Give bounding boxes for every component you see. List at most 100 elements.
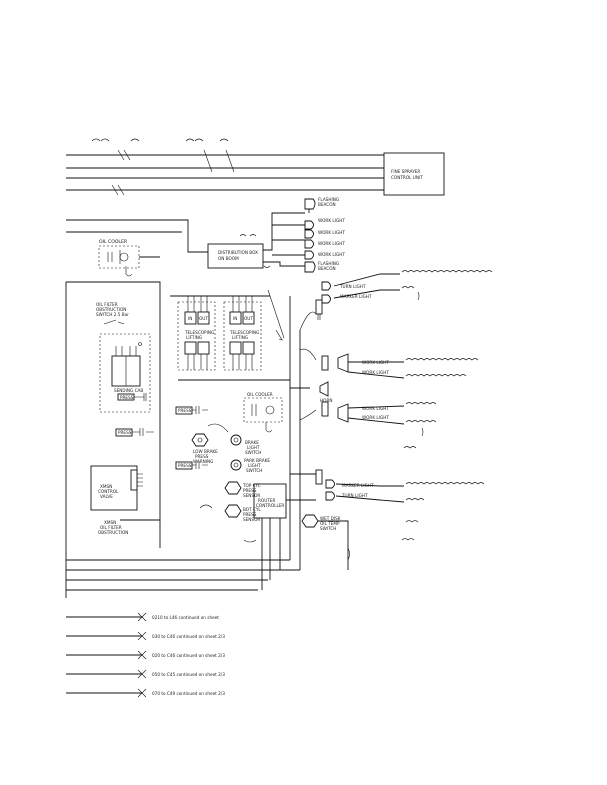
horn: HORN [319, 381, 333, 403]
oil-filter-obstruction-switch: OIL FILTER OBSTRUCTION SWITCH 2.5 Bar [96, 302, 129, 325]
wet-disk-label-2: OIL TEMP [320, 521, 340, 526]
telescoping-lifting-valve-1: IN OUT TELESCOPING LIFTING [177, 296, 216, 371]
bot-cyl-label-3: SENSOR [243, 517, 260, 522]
xmsn-control-valve: XMSN CONTROL VALVE XMSN OIL FILTER OBSTR… [90, 465, 143, 535]
valve-out-2-label: OUT [244, 316, 253, 321]
park-brake-label-3: SWITCH [246, 468, 262, 473]
xmsn-oil-filter-label-2: OIL FILTER [100, 525, 122, 530]
work-light-3-label: WORK LIGHT [318, 241, 345, 246]
horn-label: HORN [320, 398, 333, 403]
flashing-beacon-bottom: FLASHING BEACON [304, 261, 339, 273]
work-light-7-8: WORK LIGHT WORK LIGHT [299, 401, 405, 425]
wet-disk-oil-temp-switch: WET DISK OIL TEMP SWITCH [301, 514, 350, 570]
turn-light-bottom-label: TURN LIGHT [341, 493, 368, 498]
work-light-7-label: WORK LIGHT [362, 406, 389, 411]
press-3-label: PRESS [178, 408, 192, 413]
continuation-note-2: 030 to C46 continued on sheet 2/3 [66, 631, 225, 641]
marker-light-top-label: MARKER LIGHT [340, 294, 372, 299]
work-light-1: WORK LIGHT [304, 218, 345, 230]
oil-cooler-mid: OIL COOLER [243, 392, 283, 433]
flashing-beacon-bottom-label-1: FLASHING [318, 261, 339, 266]
xmsn-control-label-1: XMSN [100, 484, 112, 489]
wet-disk-label-3: SWITCH [320, 526, 336, 531]
low-brake-press-warning: LOW BRAKE PRESS WARNING [191, 433, 218, 464]
bot-cyl-press-sensor: BOT CYL PRESS SENSOR [224, 504, 261, 522]
top-cyl-label-2: PRESS [243, 488, 257, 493]
press-sensor-4: PRESS [175, 461, 208, 470]
xmsn-control-label-2: CONTROL [98, 489, 119, 494]
work-light-8-label: WORK LIGHT [362, 415, 389, 420]
flashing-beacon-top-label-2: BEACON [318, 202, 336, 207]
valve-in-2-label: IN [233, 316, 237, 321]
valve-out-1-label: OUT [199, 316, 208, 321]
flashing-beacon-top: FLASHING BEACON [304, 197, 339, 213]
continuation-notes: 0210 to L46 continued on sheet 030 to C4… [66, 612, 225, 698]
press-1-label: PRESS [120, 395, 134, 400]
oil-cooler-mid-label: OIL COOLER [247, 392, 273, 397]
work-light-5-6: WORK LIGHT WORK LIGHT [299, 348, 405, 379]
brake-light-label-3: SWITCH [245, 450, 261, 455]
bot-cyl-label-1: BOT CYL [243, 507, 261, 512]
brake-light-switch: BRAKE LIGHT SWITCH [207, 423, 261, 455]
telescoping-lifting-1-label-1: TELESCOPING [184, 330, 214, 335]
telescoping-lifting-valve-2: IN OUT TELESCOPING LIFTING [223, 296, 262, 371]
fine-sprayer-label-1: FINE SPRAYER [391, 169, 420, 174]
top-cyl-label-3: SENSOR [243, 493, 260, 498]
continuation-note-1: 0210 to L46 continued on sheet [66, 612, 219, 622]
telescoping-lifting-1-label-2: LIFTING [186, 335, 202, 340]
top-harness [66, 138, 384, 196]
router-controller-label-2: CONTROLLER [256, 503, 284, 508]
work-light-2: WORK LIGHT [304, 229, 345, 239]
xmsn-oil-filter-label-3: OBSTRUCTION [98, 530, 128, 535]
work-light-4: WORK LIGHT [304, 250, 345, 260]
valve-in-1-label: IN [188, 316, 192, 321]
work-light-2-label: WORK LIGHT [318, 230, 345, 235]
boom-lamps: FLASHING BEACON WORK LIGHT WORK LIGHT WO… [304, 197, 345, 273]
turn-marker-light-bottom: MARKER LIGHT TURN LIGHT [315, 469, 405, 503]
low-brake-label-2: PRESS [195, 454, 209, 459]
telescoping-lifting-2-label-2: LIFTING [232, 335, 248, 340]
work-light-6-label: WORK LIGHT [362, 370, 389, 375]
flashing-beacon-bottom-label-2: BEACON [318, 266, 336, 271]
work-light-4-label: WORK LIGHT [318, 252, 345, 257]
sending-cab-label: SENDING CAB [114, 388, 143, 393]
press-4-label: PRESS [178, 463, 192, 468]
work-light-5-label: WORK LIGHT [362, 360, 389, 365]
oil-filter-top-label-3: SWITCH 2.5 Bar [96, 312, 129, 317]
fine-sprayer-label-2: CONTROL UNIT [391, 175, 423, 180]
brake-light-label-2: LIGHT [247, 445, 260, 450]
distribution-box: DISTRIBUTION BOX ON BOOM [207, 212, 305, 269]
marker-light-bottom-label: MARKER LIGHT [342, 483, 374, 488]
router-controller-label-1: ROUTER [258, 498, 275, 503]
low-brake-label-3: WARNING [193, 459, 213, 464]
distribution-box-label-2: ON BOOM [218, 256, 239, 261]
router-controller: ROUTER CONTROLLER [253, 483, 287, 590]
wet-disk-label-1: WET DISK [320, 516, 341, 521]
continuation-note-3: 020 to C46 continued on sheet 2/3 [66, 650, 225, 660]
oil-cooler-top: OIL COOLER [98, 239, 160, 277]
top-cyl-label-1: TOP CYL [242, 483, 261, 488]
oil-filter-top-label-1: OIL FILTER [96, 302, 118, 307]
turn-light-top-label: TURN LIGHT [339, 284, 366, 289]
press-2-label: PRESS [118, 430, 132, 435]
continuation-note-2-text: 030 to C46 continued on sheet 2/3 [152, 634, 225, 639]
fine-sprayer-control-unit: FINE SPRAYER CONTROL UNIT [383, 152, 445, 196]
telescoping-lifting-2-label-1: TELESCOPING [229, 330, 259, 335]
continuation-note-1-text: 0210 to L46 continued on sheet [152, 615, 219, 620]
continuation-note-4: 050 to C45 continued on sheet 2/3 [66, 669, 225, 679]
press-sensor-3: PRESS [175, 406, 208, 415]
brake-light-label-1: BRAKE [245, 440, 259, 445]
flashing-beacon-top-label-1: FLASHING [318, 197, 339, 202]
park-brake-label-1: PARK BRAKE [244, 458, 270, 463]
low-brake-label-1: LOW BRAKE [193, 449, 218, 454]
continuation-note-5: 070 to C49 continued on sheet 2/3 [66, 688, 225, 698]
sending-cab: SENDING CAB PRESS [99, 333, 151, 413]
xmsn-oil-filter-label-1: XMSN [104, 520, 116, 525]
bot-cyl-label-2: PRESS [243, 512, 257, 517]
continuation-note-5-text: 070 to C49 continued on sheet 2/3 [152, 691, 225, 696]
work-light-1-label: WORK LIGHT [318, 218, 345, 223]
oil-cooler-top-label: OIL COOLER [99, 239, 128, 245]
continuation-note-3-text: 020 to C46 continued on sheet 2/3 [152, 653, 225, 658]
turn-marker-light-top: TURN LIGHT MARKER LIGHT [299, 273, 400, 331]
